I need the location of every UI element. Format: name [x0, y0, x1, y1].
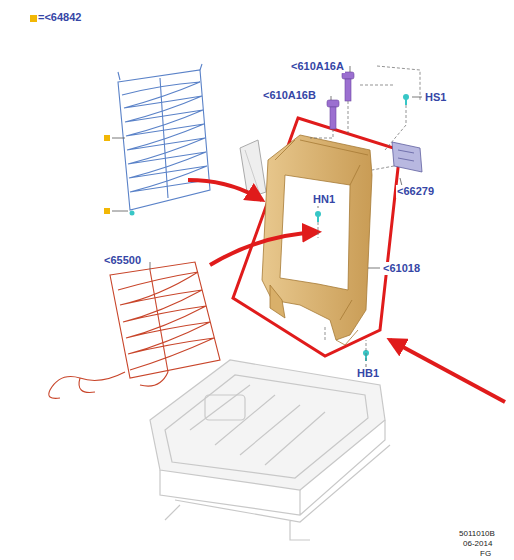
leader-lines	[112, 138, 128, 211]
heater-mat	[49, 262, 220, 398]
drawing-date: 06-2014	[462, 539, 493, 548]
callout-number: <61018	[382, 262, 421, 275]
highlight-outline	[233, 118, 400, 356]
backrest-frame	[262, 135, 372, 345]
callout-number: HN1	[312, 193, 336, 206]
legend-swatch	[30, 15, 37, 22]
legend-mark	[104, 208, 110, 214]
bracket	[392, 142, 422, 172]
cushion-frame	[150, 360, 390, 540]
pointer-arrows	[188, 180, 505, 402]
callout-number: <65500	[103, 254, 142, 267]
clip	[130, 211, 135, 216]
fasteners	[315, 94, 409, 361]
callout-number: <610A16A	[290, 60, 345, 73]
pins	[327, 72, 354, 129]
callout-number: <66279	[396, 185, 435, 198]
drawing-number: 5011010B	[458, 529, 496, 538]
callout-number: HB1	[356, 367, 380, 380]
leader-lines	[150, 66, 422, 368]
legend-mark	[104, 135, 110, 141]
callout-number: <610A16B	[262, 89, 317, 102]
legend-text: =<64842	[38, 11, 81, 24]
leader-lines	[310, 66, 420, 361]
drawing-code: FG	[479, 549, 492, 558]
callout-number: HS1	[424, 91, 447, 104]
spring-mat	[118, 64, 210, 210]
